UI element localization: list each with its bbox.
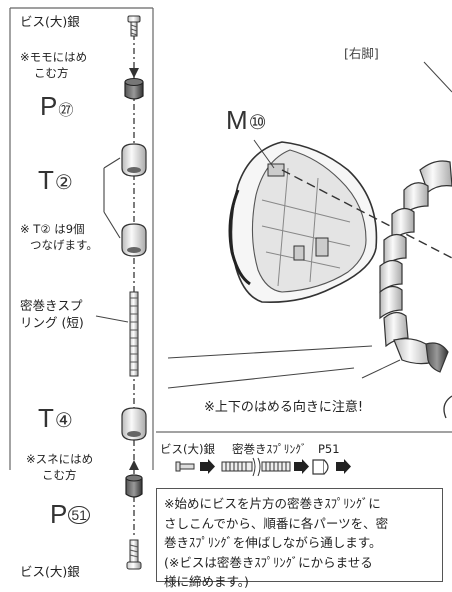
assembly-row-screw-icon — [175, 461, 195, 472]
note-momo-line1: ※モモにはめ — [20, 50, 88, 64]
part-t4-icon — [121, 407, 147, 441]
leg-label: [右脚] — [344, 46, 379, 61]
note-momo-line2: こむ方 — [34, 66, 69, 80]
part-letter: T — [38, 165, 54, 195]
screw-top-icon — [127, 15, 141, 37]
instruction-line: 様に締めます。) — [164, 574, 249, 589]
screw-bottom-label: ビス(大)銀 — [20, 564, 80, 579]
note-sune-line2: こむ方 — [42, 468, 77, 482]
part-letter: M — [226, 105, 248, 135]
part-label-t2: T② — [38, 166, 73, 197]
instruction-line: (※ビスは密巻きｽﾌﾟﾘﾝｸﾞにからませる — [164, 554, 373, 570]
assembly-row-p51-icon — [312, 459, 329, 475]
instruction-line: さしこんでから、順番に各パーツを、密 — [164, 515, 389, 531]
part-letter: P — [50, 499, 68, 529]
m10-leader — [253, 139, 275, 169]
spring-leader-line — [95, 315, 129, 323]
caution-text: ※上下のはめる向きに注意! — [204, 400, 364, 415]
part-letter: T — [38, 403, 54, 433]
instruction-box: ※始めにビスを片方の密巻きｽﾌﾟﾘﾝｸﾞに さしこんでから、順番に各パーツを、密… — [156, 488, 443, 589]
note-sune-line1: ※スネにはめ — [26, 452, 94, 466]
part-number: ④ — [54, 410, 73, 432]
part-t2-lower-icon — [121, 223, 147, 257]
note-t2-line1: ※ T② は9個 — [20, 222, 85, 236]
part-number: ㉗ — [58, 102, 74, 119]
dashed-guide-line — [281, 169, 452, 259]
instruction-line: ※始めにビスを片方の密巻きｽﾌﾟﾘﾝｸﾞに — [164, 496, 381, 511]
assembly-p51-label: P51 — [318, 442, 340, 456]
spring-label-line2: リング (短) — [20, 315, 84, 330]
assembly-arrow-3 — [336, 459, 351, 474]
right-edge-bracket — [443, 395, 452, 419]
chain-leader — [361, 359, 401, 379]
leg-label-leader — [423, 61, 452, 93]
assembly-arrow-2 — [294, 459, 309, 474]
part-label-t4: T④ — [38, 404, 73, 435]
screw-bottom-icon — [126, 539, 142, 570]
part-p27-icon — [124, 78, 144, 100]
arrow-down-top — [129, 68, 139, 78]
part-p51-icon — [125, 474, 143, 498]
note-t2-line2: つなげます。 — [30, 238, 98, 252]
t2-bracket — [103, 157, 121, 239]
screw-top-label: ビス(大)銀 — [20, 14, 80, 29]
part-letter: P — [40, 91, 58, 121]
part-t2-upper-icon — [121, 143, 147, 177]
arrow-up-bottom — [129, 460, 139, 470]
spring-label-line1: 密巻きスプ — [20, 298, 83, 313]
divider-lower — [167, 367, 355, 389]
instruction-line: 巻きｽﾌﾟﾘﾝｸﾞを伸ばしながら通します。 — [164, 535, 382, 550]
part-number: ② — [54, 172, 73, 194]
leg-joint-chain-icon — [379, 160, 452, 373]
assembly-spring-label: 密巻きｽﾌﾟﾘﾝｸﾞ — [232, 442, 307, 456]
left-frame — [9, 7, 154, 470]
thigh-armor-m10-icon — [228, 141, 378, 304]
assembly-arrow-1 — [200, 459, 215, 474]
part-number: 51 — [68, 506, 90, 524]
part-label-m10: M⑩ — [226, 106, 267, 137]
divider-upper — [167, 345, 373, 359]
part-label-p27: P㉗ — [40, 92, 73, 125]
short-spring-icon — [129, 291, 139, 377]
assembly-row-spring-icon — [221, 457, 291, 477]
part-number: ⑩ — [248, 112, 267, 134]
assembly-screw-label: ビス(大)銀 — [160, 442, 215, 456]
